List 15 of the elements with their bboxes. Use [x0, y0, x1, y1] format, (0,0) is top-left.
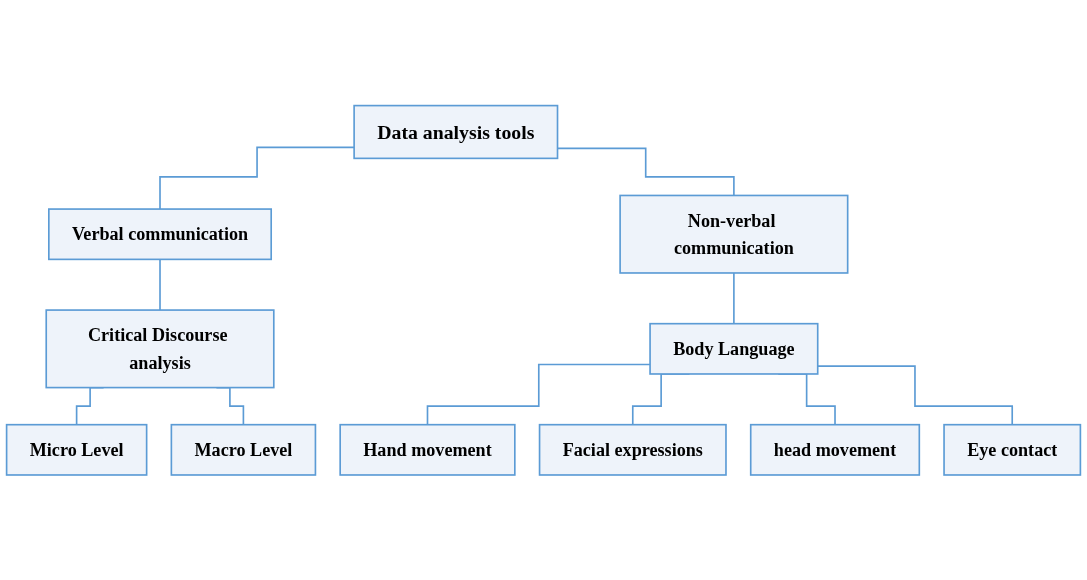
connector [733, 271, 735, 325]
node-box: Eye contact [943, 423, 1082, 476]
node-box: Non-verbal communication [619, 194, 849, 274]
node-box: head movement [749, 423, 921, 476]
node-box: Hand movement [339, 423, 516, 476]
connector [426, 363, 651, 426]
connector [159, 146, 355, 210]
node-box: Micro Level [5, 423, 148, 476]
connector [159, 258, 161, 311]
node-box: Verbal communication [48, 207, 272, 260]
node-box: Data analysis tools [353, 104, 559, 159]
node-box: Body Language [649, 322, 819, 375]
node-box: Facial expressions [538, 423, 727, 476]
node-box: Macro Level [170, 423, 317, 476]
node-box: Critical Discourse analysis [45, 308, 275, 389]
